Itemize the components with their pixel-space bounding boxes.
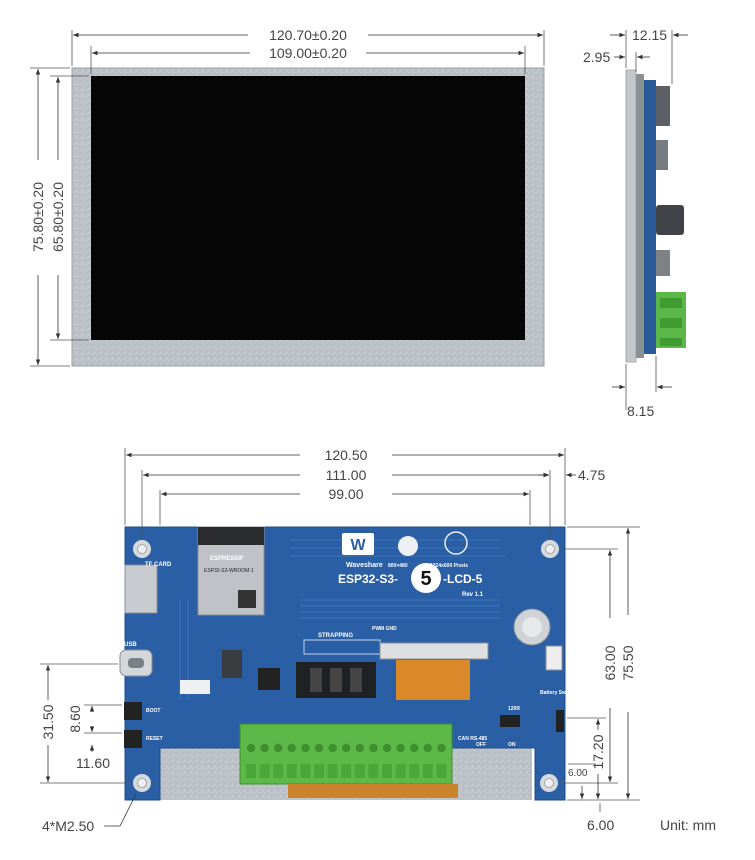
- dim-back-hole-pitch-y: 63.00: [602, 645, 618, 680]
- terminal-screw: [314, 743, 324, 753]
- mount-hole-bl: [133, 774, 151, 792]
- strapping-label: STRAPPING: [318, 633, 353, 639]
- battery-connector: [545, 645, 563, 671]
- terminal-screw: [260, 743, 269, 753]
- dim-front-width-outer: 120.70±0.20: [269, 27, 347, 43]
- tf-card-label: TF CARD: [145, 562, 172, 568]
- res-120r-label: 120R: [508, 706, 520, 712]
- terminal-slot: [286, 764, 297, 778]
- model-left: ESP32-S3-: [338, 572, 398, 586]
- dim-back-height-total: 75.50: [620, 645, 636, 680]
- dim-side-total: 12.15: [632, 27, 667, 43]
- terminal-screw: [328, 743, 337, 753]
- fpc-cable: [396, 660, 470, 700]
- terminal-slot: [259, 764, 270, 778]
- front-view: 120.70±0.20 109.00±0.20 75.80±0.20 65.80…: [30, 27, 545, 367]
- dim-back-edge-offset: 4.75: [578, 467, 605, 483]
- terminal-screw: [246, 743, 256, 753]
- waveshare-logo: W: [342, 533, 374, 555]
- fpc-connector: [379, 642, 489, 660]
- terminal-slot: [382, 764, 392, 778]
- terminal-slot: [409, 764, 420, 778]
- terminal-screw: [382, 743, 392, 753]
- dim-back-corner-b: 6.00: [587, 817, 614, 833]
- tf-card-slot: [124, 564, 158, 614]
- dim-back-corner-a: 6.00: [568, 768, 588, 779]
- unit-label: Unit: mm: [660, 817, 716, 833]
- terminal-slot: [395, 764, 406, 778]
- can-rs485-label: CAN RS-485: [458, 736, 487, 742]
- reset-label: RESET: [146, 736, 163, 742]
- terminal-screw: [396, 743, 405, 753]
- mount-holes-label: 4*M2.50: [42, 818, 94, 834]
- terminal-screw: [369, 743, 378, 753]
- terminal-screw: [274, 743, 283, 753]
- terminal-screw: [355, 743, 364, 753]
- mount-hole-tr: [541, 540, 559, 558]
- terminal-slot: [341, 764, 352, 778]
- terminal-slot: [314, 764, 324, 778]
- terminal-screw: [423, 743, 432, 753]
- reset-button: [124, 730, 142, 748]
- terminal-screw: [437, 743, 446, 753]
- terminal-slot: [327, 764, 338, 778]
- model-badge-number: 5: [420, 568, 431, 590]
- model-badge: [411, 563, 441, 593]
- brand-label: Waveshare: [346, 562, 383, 569]
- terminal-screw: [410, 743, 419, 753]
- module-name: ESP32-S3-WROOM-1: [204, 568, 254, 574]
- usb-label: USB: [124, 642, 137, 648]
- boot-button: [124, 702, 142, 720]
- dim-front-width-active: 109.00±0.20: [269, 45, 347, 61]
- terminal-screw: [301, 743, 310, 753]
- terminal-slot: [354, 764, 365, 778]
- terminal-slot: [436, 764, 447, 778]
- dim-back-usb-group: 31.50: [40, 704, 56, 739]
- dim-back-width-inner: 99.00: [328, 486, 363, 502]
- back-view: ESPRESSIF ESP32-S3-WROOM-1 TF CARD USB B…: [40, 447, 716, 834]
- on-label: ON: [508, 742, 516, 748]
- terminal-slot: [246, 764, 256, 778]
- dim-side-panel: 2.95: [583, 49, 610, 65]
- dim-back-button-offset: 11.60: [76, 755, 110, 771]
- dim-back-button-pitch: 8.60: [67, 705, 83, 732]
- terminal-slot: [273, 764, 284, 778]
- resolution-b: 1024x600 Pixels: [430, 563, 468, 569]
- model-right: -LCD-5: [443, 572, 483, 586]
- off-label: OFF: [476, 742, 486, 748]
- boot-label: BOOT: [146, 708, 160, 714]
- mount-hole-tl: [133, 540, 151, 558]
- revision-label: Rev 1.1: [462, 592, 484, 598]
- terminal-screw: [342, 743, 351, 753]
- dim-front-height-active: 65.80±0.20: [50, 182, 66, 252]
- resolution-a: 800×480: [388, 563, 408, 569]
- dim-front-height-outer: 75.80±0.20: [30, 182, 46, 252]
- dim-back-width-total: 120.50: [325, 447, 368, 463]
- dim-back-edge-17: 17.20: [590, 734, 606, 769]
- module-vendor: ESPRESSIF: [210, 556, 244, 562]
- terminal-slot: [300, 764, 311, 778]
- lcd-active-area: [91, 76, 525, 340]
- mount-hole-br: [540, 774, 558, 792]
- battery-switch-label: Battery Switch: [540, 690, 575, 696]
- logo-mark: W: [350, 537, 366, 554]
- terminal-screw: [287, 743, 296, 753]
- pwm-gnd-label: PWM GND: [372, 626, 397, 632]
- terminal-slot: [368, 764, 379, 778]
- side-view: 12.15 2.95 8.15: [583, 27, 688, 419]
- dim-back-hole-pitch-x: 111.00: [326, 467, 367, 483]
- terminal-slot: [422, 764, 433, 778]
- dim-side-offset: 8.15: [627, 403, 654, 419]
